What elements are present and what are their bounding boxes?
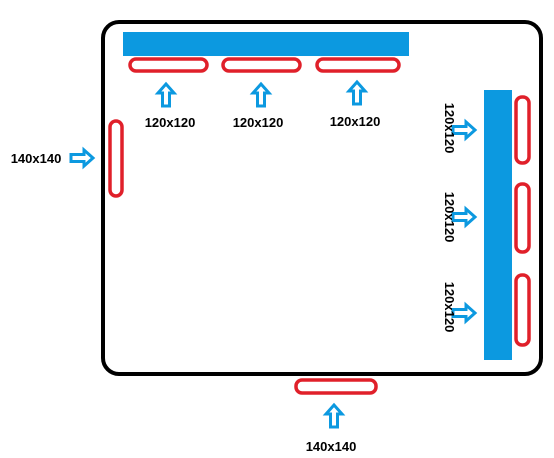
right-fan-2 [514, 182, 531, 254]
top-fan-2 [221, 57, 302, 73]
top-radiator [123, 32, 409, 56]
case-outline [101, 20, 543, 376]
right-fan-3-label: 120x120 [442, 282, 457, 333]
top-fan-1 [128, 57, 209, 73]
bottom-fan [294, 378, 378, 395]
right-fan-3 [514, 273, 531, 347]
right-fan-1-label: 120x120 [442, 103, 457, 154]
right-radiator [484, 90, 512, 360]
arrow-icon [324, 403, 344, 429]
right-fan-2-label: 120x120 [442, 192, 457, 243]
front-fan-label: 140x140 [11, 151, 62, 166]
top-fan-3-label: 120x120 [330, 114, 381, 129]
bottom-fan-label: 140x140 [306, 439, 357, 454]
top-fan-1-label: 120x120 [145, 115, 196, 130]
arrow-icon [69, 148, 95, 168]
top-fan-3 [315, 57, 401, 73]
front-fan [108, 119, 124, 198]
right-fan-1 [514, 95, 531, 165]
top-fan-2-label: 120x120 [233, 115, 284, 130]
